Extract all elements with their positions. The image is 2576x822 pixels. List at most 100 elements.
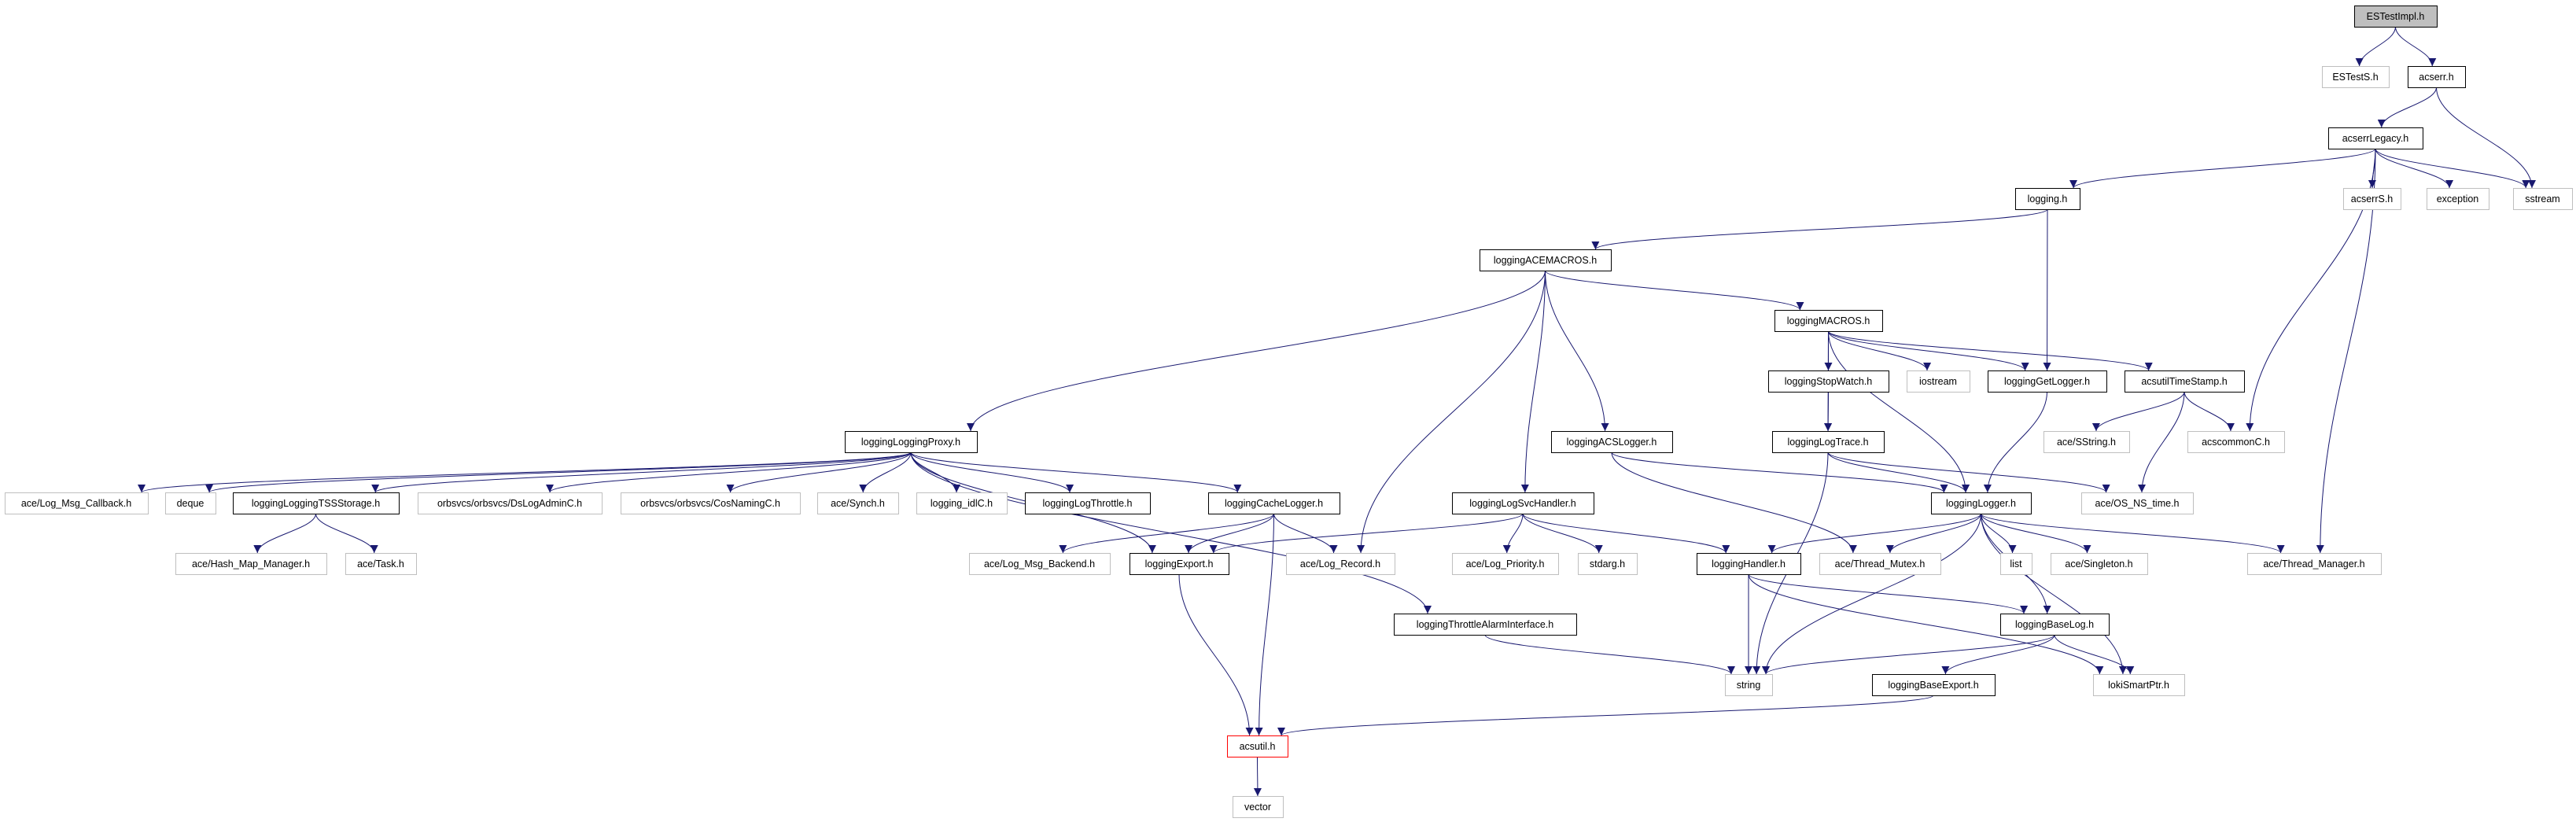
node-box [1872,674,1996,696]
edge-macros-to-iostream [1828,330,1931,371]
node-acserr-legacy-h[interactable]: acserrLegacy.h [2328,127,2423,149]
edge-log-svc-handler-to-stdarg [1522,513,1603,554]
node-acsutil-h[interactable]: acsutil.h [1227,735,1288,757]
node-logging-handler-h[interactable]: loggingHandler.h [1697,553,1801,575]
edge-acemacros-to-acslogger [1545,270,1609,432]
edge-logger-to-handler [1767,513,1981,554]
edge-estest-impl-to-acserr [2395,26,2437,67]
node-logging-acslogger-h[interactable]: loggingACSLogger.h [1551,431,1673,453]
node-label: logging_idlC.h [931,498,993,509]
edge-proxy-to-log-msg-callback [138,452,912,493]
node-logging-log-throttle-h[interactable]: loggingLogThrottle.h [1025,492,1151,514]
edge-log-trace-to-osnstime [1827,452,2110,493]
node-label: ace/Log_Msg_Backend.h [984,558,1095,570]
node-logging-base-log-h[interactable]: loggingBaseLog.h [2000,614,2110,636]
node-logging-log-svc-handler-h[interactable]: loggingLogSvcHandler.h [1452,492,1594,514]
node-label: ace/Log_Priority.h [1466,558,1545,570]
edge-logger-to-thread-manager [1981,513,2285,554]
node-box [1208,492,1340,514]
node-acserr-h[interactable]: acserr.h [2408,66,2466,88]
node-box [1697,553,1801,575]
node-logging-log-trace-h[interactable]: loggingLogTrace.h [1772,431,1885,453]
node-label: sstream [2525,194,2559,205]
node-logging-acemacros-h[interactable]: loggingACEMACROS.h [1480,249,1612,271]
node-acsutil-time-stamp-h[interactable]: acsutilTimeStamp.h [2125,370,2245,393]
node-box [2125,370,2245,393]
edge-acserr-legacy-to-thread-manager [2316,148,2376,554]
node-box [2187,431,2285,453]
node-label: exception [2437,194,2479,205]
node-logging-throttle-alarm-interface-h[interactable]: loggingThrottleAlarmInterface.h [1394,614,1577,636]
edge-base-log-to-base-export [1941,634,2055,675]
node-ace-task-h: ace/Task.h [345,553,417,575]
node-label: ESTestS.h [2332,72,2378,83]
node-box [2343,188,2401,210]
node-orbsvcs-orbsvcs-cos-naming-c-h: orbsvcs/orbsvcs/CosNamingC.h [621,492,801,514]
edge-estest-impl-to-estest-s [2355,26,2396,67]
edge-cache-logger-to-log-record [1273,513,1338,554]
edge-time-stamp-to-sstring [2092,391,2185,432]
edge-proxy-to-synch [859,452,912,493]
node-box [1394,614,1577,636]
node-label: ESTestImpl.h [2367,11,2425,22]
node-box [233,492,400,514]
node-label: vector [1244,802,1271,813]
edge-proxy-to-cache-logger [910,452,1242,493]
node-box [1772,431,1885,453]
node-box [2427,188,2489,210]
node-ace-synch-h: ace/Synch.h [817,492,899,514]
edge-cache-logger-to-acsutil [1255,513,1274,736]
edge-acserr-legacy-to-sstream [2375,148,2530,189]
node-box [1130,553,1229,575]
node-estest-impl-h[interactable]: ESTestImpl.h [2354,6,2438,28]
node-box [345,553,417,575]
node-label: orbsvcs/orbsvcs/DsLogAdminC.h [437,498,582,509]
node-logging-cache-logger-h[interactable]: loggingCacheLogger.h [1208,492,1340,514]
node-box [2328,127,2423,149]
node-logging-stop-watch-h[interactable]: loggingStopWatch.h [1768,370,1889,393]
node-label: logging.h [2028,194,2068,205]
node-logging-base-export-h[interactable]: loggingBaseExport.h [1872,674,1996,696]
node-stdarg-h: stdarg.h [1578,553,1638,575]
node-box [1480,249,1612,271]
edge-tssstorage-to-hash-map [253,513,316,554]
node-label: loggingLoggingTSSStorage.h [252,498,380,509]
node-box [2015,188,2080,210]
edge-logger-to-list [1981,513,2017,554]
edge-proxy-to-log-throttle [910,452,1074,493]
edge-acemacros-to-proxy [967,270,1546,432]
edge-logger-to-thread-mutex [1885,513,1981,554]
node-box [418,492,603,514]
node-box [2247,553,2382,575]
node-label: lokiSmartPtr.h [2108,680,2169,691]
node-label: loggingCacheLogger.h [1225,498,1323,509]
node-ace-sstring-h: ace/SString.h [2043,431,2130,453]
edge-proxy-to-cos-naming-c [726,452,912,493]
node-label: ace/Log_Msg_Callback.h [21,498,131,509]
node-ace-singleton-h: ace/Singleton.h [2051,553,2148,575]
node-string: string [1725,674,1773,696]
node-box [2322,66,2390,88]
edge-acserr-to-sstream [2436,87,2536,189]
node-box [1286,553,1395,575]
node-label: loggingThrottleAlarmInterface.h [1417,619,1553,630]
node-logging-export-h[interactable]: loggingExport.h [1130,553,1229,575]
edge-log-svc-handler-to-log-priority [1502,513,1524,554]
edge-acemacros-to-log-svc-handler [1520,270,1546,493]
node-logging-logger-h[interactable]: loggingLogger.h [1931,492,2032,514]
node-deque: deque [165,492,216,514]
edge-time-stamp-to-acscommon-c [2184,391,2235,432]
node-logging-macros-h[interactable]: loggingMACROS.h [1774,310,1883,332]
node-label: loggingLoggingProxy.h [861,437,960,448]
node-box [1025,492,1151,514]
node-box [1452,553,1559,575]
node-label: ace/OS_NS_time.h [2095,498,2180,509]
edge-export-to-acsutil [1178,573,1254,736]
node-logging-h[interactable]: logging.h [2015,188,2080,210]
node-logging-logging-proxy-h[interactable]: loggingLoggingProxy.h [845,431,978,453]
node-label: acsutilTimeStamp.h [2141,376,2227,387]
edge-proxy-to-deque [205,452,912,493]
node-logging-logging-tssstorage-h[interactable]: loggingLoggingTSSStorage.h [233,492,400,514]
node-label: loggingExport.h [1145,558,1214,570]
node-logging-get-logger-h[interactable]: loggingGetLogger.h [1988,370,2107,393]
